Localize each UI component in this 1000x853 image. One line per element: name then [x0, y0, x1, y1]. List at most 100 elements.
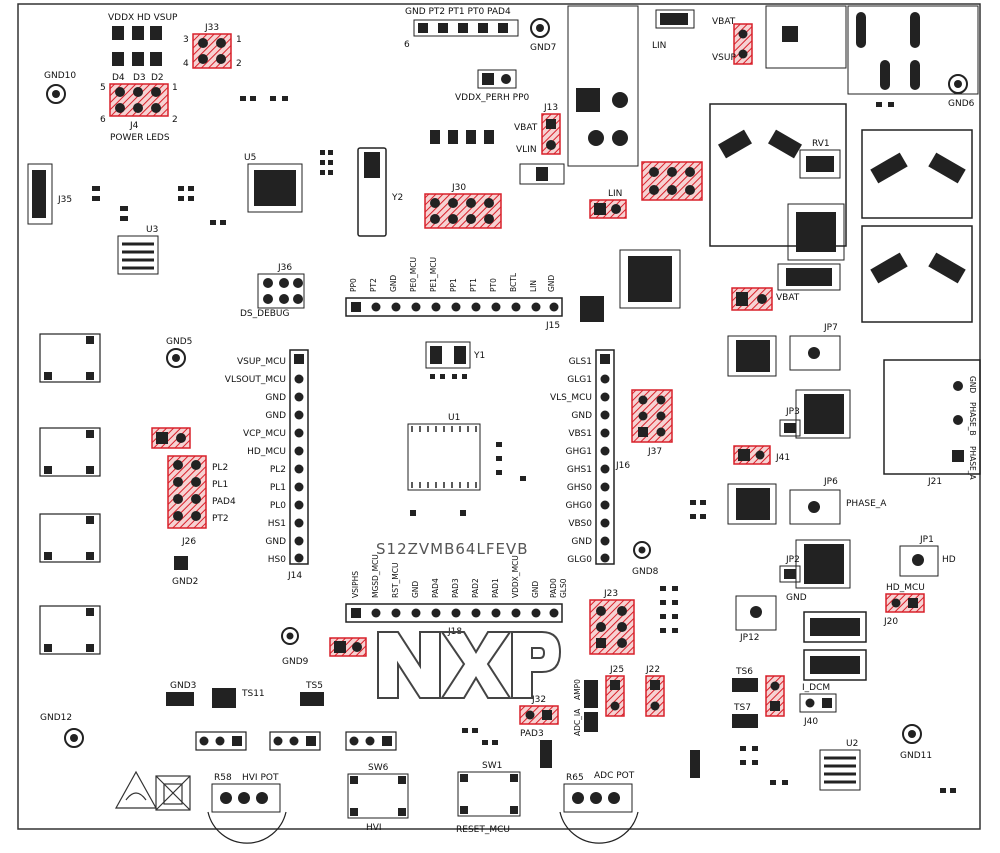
- gnd5: GND5: [166, 337, 192, 368]
- j23-header: J23: [589, 589, 635, 655]
- gnd10: GND10: [44, 71, 76, 104]
- svg-text:PHASE_A: PHASE_A: [846, 499, 887, 509]
- vddx-hd-vsup-label: VDDX HD VSUP: [108, 13, 178, 23]
- svg-text:VBAT: VBAT: [514, 123, 538, 133]
- svg-text:J21: J21: [927, 477, 942, 487]
- svg-text:Y2: Y2: [391, 193, 403, 203]
- j13-header: J13 VBAT VLIN: [514, 103, 565, 185]
- svg-text:J16: J16: [615, 461, 630, 471]
- y2-crystal: Y2: [357, 147, 403, 237]
- power-stage-top: RV1: [567, 5, 973, 323]
- svg-text:LIN: LIN: [652, 41, 666, 51]
- svg-text:PP0: PP0: [349, 278, 358, 292]
- svg-text:PAD3: PAD3: [451, 578, 460, 598]
- gnd2: GND2: [172, 556, 198, 587]
- j23-top-header: [641, 161, 703, 201]
- gnd6: GND6: [948, 74, 975, 109]
- svg-text:2: 2: [172, 115, 178, 125]
- svg-text:PAD0: PAD0: [549, 578, 558, 598]
- svg-text:GND: GND: [547, 275, 556, 292]
- svg-text:RESET_MCU: RESET_MCU: [456, 825, 510, 835]
- svg-text:VDDX_MCU: VDDX_MCU: [511, 555, 520, 598]
- svg-text:VBS0: VBS0: [568, 519, 592, 529]
- j41-header: J41: [733, 445, 790, 465]
- jp1-jumper: JP1 HD: [899, 535, 956, 577]
- svg-text:J14: J14: [287, 571, 302, 581]
- svg-text:VDDX_PERH PP0: VDDX_PERH PP0: [455, 93, 530, 103]
- svg-text:BCTL: BCTL: [509, 272, 518, 292]
- svg-text:AMP0: AMP0: [573, 679, 582, 700]
- svg-text:VBAT: VBAT: [712, 17, 736, 27]
- gnd9: GND9: [281, 627, 309, 667]
- svg-text:R65: R65: [566, 773, 584, 783]
- u5-chip: U5: [244, 153, 303, 213]
- ts8-ts9: AMP0 ADC_IA: [540, 679, 598, 768]
- svg-text:6: 6: [100, 115, 106, 125]
- svg-text:HS1: HS1: [268, 519, 286, 529]
- svg-text:GND10: GND10: [44, 71, 76, 81]
- j38-header: VDDX_PERH PP0: [455, 69, 530, 103]
- svg-text:GND9: GND9: [282, 657, 309, 667]
- power-leds-area: VDDX HD VSUP D4 D3 D2 5 6 1 2 J4 POWER L…: [100, 13, 178, 143]
- svg-text:TS5: TS5: [305, 681, 323, 691]
- power-leds-label: POWER LEDS: [110, 133, 170, 143]
- chip-part-label: S12ZVMB64LFEVB: [376, 540, 528, 558]
- svg-text:GND3: GND3: [170, 681, 196, 691]
- svg-text:GHS1: GHS1: [567, 465, 592, 475]
- j9-vbat-area: VBAT VSUP LIN: [652, 5, 847, 69]
- svg-text:ADC POT: ADC POT: [594, 771, 635, 781]
- j25-header: J25: [605, 665, 625, 717]
- nxp-logo: [377, 631, 562, 699]
- weee-bin-icon: [155, 775, 191, 811]
- svg-text:SW1: SW1: [482, 761, 502, 771]
- svg-text:HS0: HS0: [268, 555, 286, 565]
- j30-header: J30: [424, 130, 502, 229]
- power-jack: [847, 5, 979, 95]
- j36-header: J36 DS_DEBUG: [240, 263, 305, 319]
- svg-text:GND: GND: [411, 581, 420, 598]
- left-switches: [39, 333, 101, 655]
- svg-text:GHS0: GHS0: [567, 483, 592, 493]
- svg-text:J30: J30: [451, 183, 466, 193]
- svg-text:GND5: GND5: [166, 337, 192, 347]
- u1-chip: U1: [407, 413, 481, 491]
- j21-connector: J21 GND PHASE_B PHASE_A: [883, 359, 981, 487]
- svg-text:VLS_MCU: VLS_MCU: [550, 393, 592, 403]
- svg-text:PHASE_A: PHASE_A: [968, 446, 977, 481]
- j22-header: J22: [645, 665, 665, 717]
- sw1-switch: SW1 RESET_MCU: [456, 761, 521, 835]
- svg-text:HVI POT: HVI POT: [242, 773, 279, 783]
- svg-text:J23: J23: [603, 589, 618, 599]
- y1-crystal: Y1: [425, 341, 485, 369]
- svg-text:PT0: PT0: [489, 278, 498, 292]
- q1-area: VBAT: [580, 249, 841, 322]
- svg-text:J32: J32: [531, 695, 546, 705]
- svg-text:SW6: SW6: [368, 763, 389, 773]
- svg-text:DS_DEBUG: DS_DEBUG: [240, 309, 290, 319]
- gnd1: [690, 750, 700, 778]
- svg-text:JP2: JP2: [785, 555, 800, 565]
- svg-text:TS7: TS7: [733, 703, 751, 713]
- svg-text:GLG0: GLG0: [567, 555, 592, 565]
- svg-text:U1: U1: [448, 413, 460, 423]
- svg-text:4: 4: [183, 59, 189, 69]
- svg-text:PT2: PT2: [369, 278, 378, 292]
- svg-text:GND7: GND7: [530, 43, 556, 53]
- j15-header: PP0 PT2 GND PE0_MCU PE1_MCU PP1 PT1 PT0 …: [345, 257, 563, 331]
- svg-text:PL1: PL1: [212, 480, 228, 490]
- jp12-jumper: JP12 GND: [735, 593, 807, 643]
- three-pin-headers: [195, 731, 397, 751]
- svg-text:PAD1: PAD1: [491, 578, 500, 598]
- adc-pot: R65 ADC POT: [559, 771, 639, 844]
- svg-text:GND: GND: [265, 411, 286, 421]
- svg-text:PE0_MCU: PE0_MCU: [409, 257, 418, 292]
- svg-text:VSUP: VSUP: [712, 53, 736, 63]
- svg-text:GND: GND: [531, 581, 540, 598]
- svg-text:GND PT2 PT1 PT0 PAD4: GND PT2 PT1 PT0 PAD4: [405, 7, 511, 17]
- svg-text:JP7: JP7: [823, 323, 838, 333]
- svg-text:J37: J37: [647, 447, 662, 457]
- gnd7: GND7: [530, 18, 556, 53]
- svg-text:GLS1: GLS1: [569, 357, 592, 367]
- svg-text:VLIN: VLIN: [516, 145, 537, 155]
